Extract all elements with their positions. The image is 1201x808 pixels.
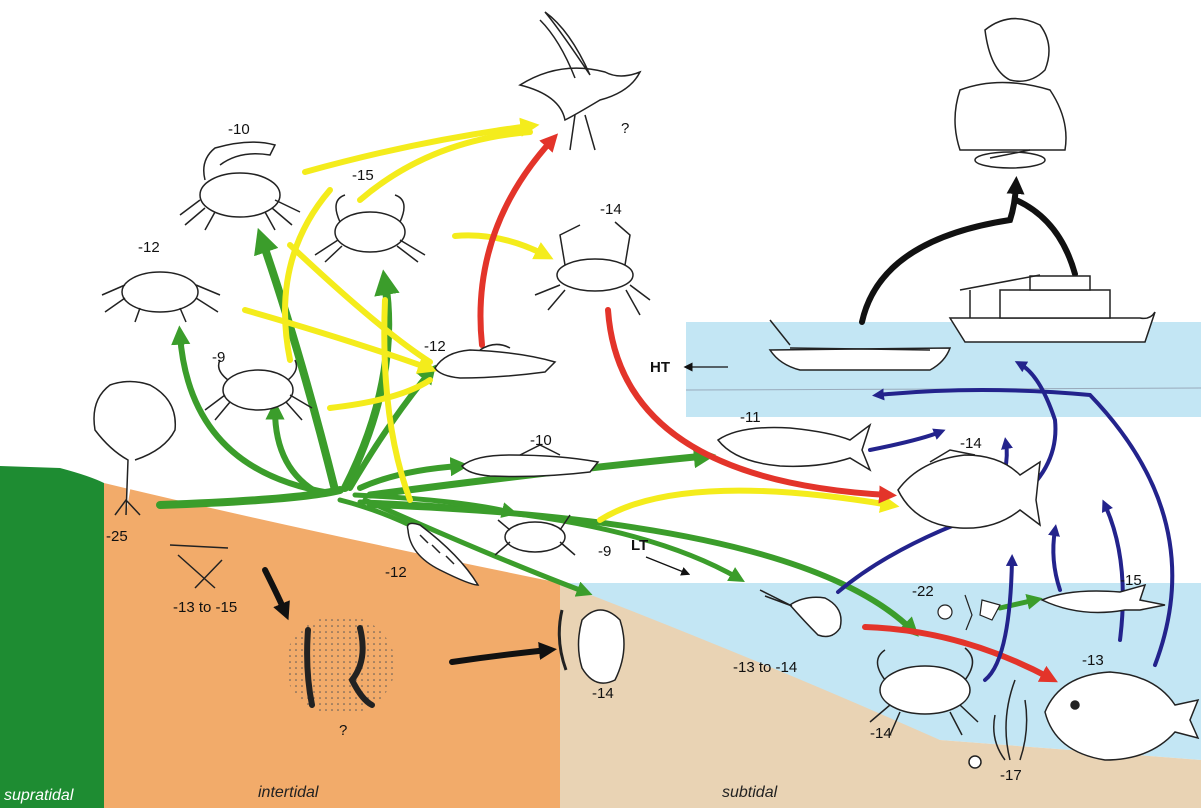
- goby-icon: [462, 445, 598, 477]
- label-bream: -14: [960, 435, 982, 452]
- mullet-icon: [718, 425, 870, 470]
- label-flatfish: -13: [1082, 652, 1104, 669]
- yellow-to-swimcrab: [455, 235, 545, 255]
- label-ghost-crab: -10: [228, 121, 250, 138]
- fishing-boat-icon: [950, 275, 1155, 342]
- label-snail: -12: [385, 564, 407, 581]
- zone-label-intertidal: intertidal: [258, 784, 319, 801]
- label-crab-mid: -9: [212, 349, 225, 366]
- label-mullet: -11: [740, 409, 761, 426]
- mudskipper-icon: [435, 344, 555, 378]
- lt-pointer: [646, 557, 686, 573]
- crab-left-icon: [102, 272, 220, 322]
- label-crab-left: -12: [138, 239, 160, 256]
- label-bivalve: -14: [592, 685, 614, 702]
- blue-mullet-to-boat: [870, 432, 940, 450]
- label-sardine: -15: [1120, 572, 1142, 589]
- label-mudskipper: -12: [424, 338, 446, 355]
- yellow-small-crab-to-bream: [600, 491, 890, 520]
- zone-label-supratidal: supratidal: [4, 787, 74, 804]
- label-swimming-crab: -14: [600, 201, 622, 218]
- blue-sardine-up: [1053, 530, 1060, 590]
- label-goby: -10: [530, 432, 552, 449]
- label-mangrove: -25: [106, 528, 128, 545]
- fisher-icon: [955, 19, 1066, 168]
- label-shrimp: -13 to -14: [733, 659, 797, 676]
- crab-mid-icon: [205, 360, 312, 420]
- swimming-crab-icon: [535, 222, 650, 315]
- green-to-crab-left: [180, 335, 330, 493]
- high-tide-label: HT: [650, 359, 670, 376]
- black-boat-to-fisher: [862, 185, 1016, 322]
- bream-icon: [898, 450, 1040, 528]
- label-small-crab: -9: [598, 543, 611, 560]
- label-plankton: -22: [912, 583, 934, 600]
- label-blue-crab: -14: [870, 725, 892, 742]
- label-crab-top: -15: [352, 167, 374, 184]
- zone-label-subtidal: subtidal: [722, 784, 778, 801]
- fiddler-crab-icon: [315, 195, 425, 262]
- background-zones: [0, 322, 1201, 808]
- label-seagrass: -17: [1000, 767, 1022, 784]
- label-seabird-unknown: ?: [621, 120, 629, 137]
- label-polychaete: -13 to -15: [173, 599, 237, 616]
- worm-icon: [285, 615, 395, 715]
- supratidal-zone: [0, 466, 104, 808]
- label-worm-unknown: ?: [339, 722, 347, 739]
- low-tide-label: LT: [631, 537, 648, 554]
- black-ship-to-fisher: [1016, 200, 1075, 274]
- ghost-crab-icon: [180, 142, 300, 230]
